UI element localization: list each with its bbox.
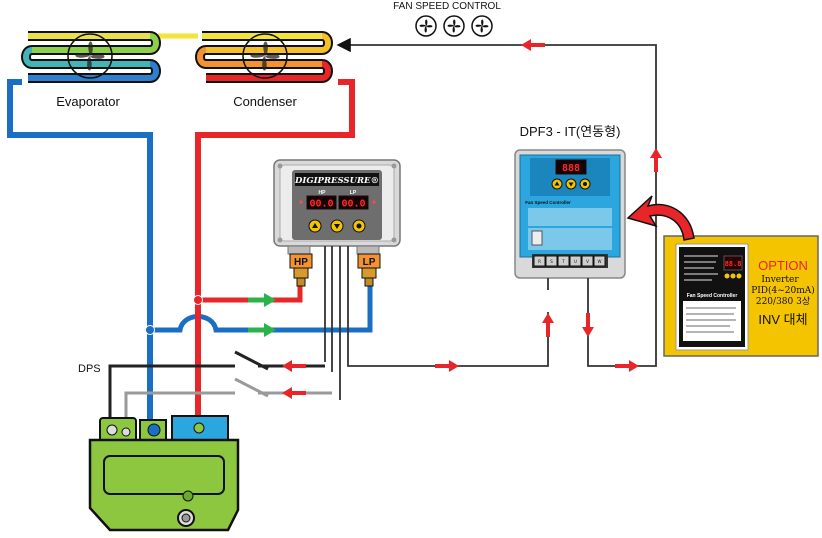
terminal-block: R S T U V W [533,255,606,267]
pressure-arrow [248,293,276,307]
signal-arrow [282,360,306,372]
dps-switch-black [234,350,269,371]
controller-name-label: Fan Speed Controller [525,200,571,205]
condenser-label: Condenser [233,94,297,109]
pipe-junction [145,325,155,335]
terminal-label: U [574,259,577,264]
dps-switch-gray [234,377,269,398]
signal-arrow [521,39,545,51]
option-title: OPTION [758,258,808,273]
digipressure-keypad [308,219,366,233]
evaporator-coil [21,31,161,83]
up-arrow-button[interactable] [551,178,563,190]
lp-pressure-transducer: LP [357,253,381,287]
lp-value-display: 00.0 [341,199,365,210]
dps-label: DPS [78,363,101,375]
compressor [88,415,240,532]
controller-keypad [551,178,591,190]
signal-arrow [435,360,459,372]
condenser-coil [195,31,333,83]
terminal: R [533,255,546,267]
option-line-inverter: Inverter [761,275,799,285]
hp-sensing-line [198,285,303,303]
hp-status-led [299,200,303,204]
fan-icon [443,15,465,37]
hp-transducer-label: HP [294,257,308,268]
discharge-line-pipe [195,79,355,430]
controller-display: 888 [562,163,580,174]
terminal-label: W [598,259,602,264]
hp-value-display: 00.0 [309,199,333,210]
pipe-junction [193,295,203,305]
down-arrow-button[interactable] [565,178,577,190]
option-line-pid: PID(4~20mA) [751,285,815,296]
terminal: V [581,255,594,267]
lp-display-label: LP [350,190,357,196]
option-replace-arrow [626,195,695,241]
signal-arrow [650,148,662,172]
hp-display-label: HP [319,190,327,196]
terminal: T [557,255,570,267]
signal-wire-black [324,246,341,400]
lp-status-led [372,200,376,204]
lp-transducer-label: LP [363,257,376,268]
option-line-voltage: 220/380 3상 [756,296,810,307]
terminal-label: S [550,259,553,264]
fan-speed-control-label: FAN SPEED CONTROL [393,1,501,12]
signal-arrow [615,360,639,372]
terminal: W [593,255,606,267]
controller-title: DPF3 - IT(연동형) [520,124,621,139]
option-device-name: Fan Speed Controller [687,293,738,299]
terminal: S [545,255,558,267]
pressure-arrow [248,323,276,337]
option-box: 88.8 Fan Speed Controller OPTION Inverte… [663,235,819,357]
terminal-label: T [561,259,565,264]
fan-icon [415,15,437,37]
hp-pressure-transducer: HP [289,253,313,287]
terminal-label: V [586,259,589,264]
digipressure-controller: DIGIPRESSURE® HP LP 00.0 00.0 [273,159,401,255]
fan-icon [242,33,288,79]
suction-line-pipe [7,79,153,430]
fan-speed-controller: 888 Fan Speed Controller R S [514,149,626,279]
up-arrow-button[interactable] [308,219,322,233]
terminal-label: R [538,259,541,264]
signal-arrow [582,313,594,337]
set-button[interactable] [579,178,591,190]
fan-icon [471,15,493,37]
evaporator-label: Evaporator [56,94,120,109]
down-arrow-button[interactable] [330,219,344,233]
set-button[interactable] [352,219,366,233]
signal-arrow [542,313,554,337]
fan-icon [67,33,113,79]
option-device-display: 88.8 [725,260,742,268]
option-line-inv: INV 대체 [758,312,807,327]
fan-speed-control-icons [415,15,493,37]
digipressure-brand: DIGIPRESSURE® [294,176,379,186]
terminal: U [569,255,582,267]
signal-arrow [282,387,306,399]
lp-sensing-line [150,285,373,333]
